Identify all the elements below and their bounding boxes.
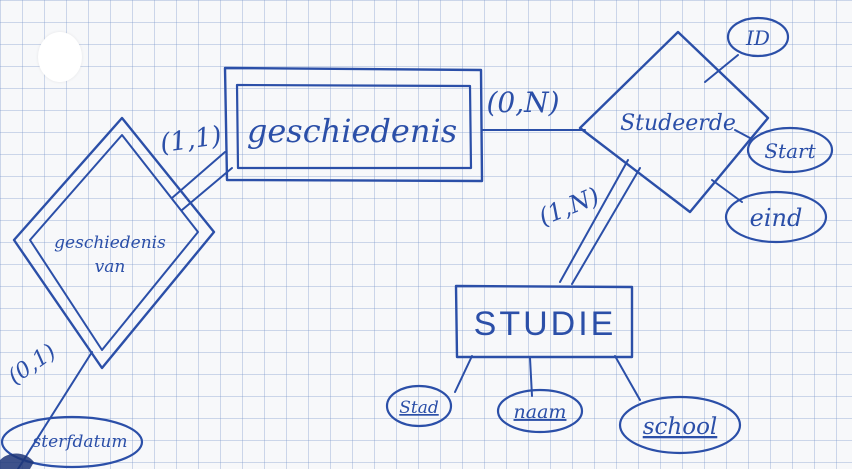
line-studie-studeerde-b: [571, 167, 641, 285]
relationship-studeerde-diamond: [578, 30, 770, 214]
attribute-id-ellipse: [726, 16, 790, 58]
line-studeerde-eind: [711, 179, 743, 203]
entity-geschiedenis-outer-box: [223, 66, 484, 183]
attribute-start-label: Start: [764, 139, 816, 163]
cardinality-geschiedenis-geschiedenisvan: (1,1): [158, 121, 223, 159]
entity-studie-label: STUDIE: [474, 305, 617, 343]
attribute-eind: eind: [724, 190, 828, 244]
line-studie-studeerde-a: [559, 159, 629, 283]
relationship-studeerde-label: Studeerde: [620, 111, 736, 136]
attribute-naam-label: naam: [514, 401, 567, 423]
attribute-naam-ellipse: [496, 388, 584, 434]
attribute-stad-label: Stad: [399, 398, 439, 418]
cardinality-geschiedenisvan-other: (0,1): [4, 339, 61, 389]
entity-studie-box: [454, 284, 634, 359]
entity-geschiedenis: geschiedenis: [223, 66, 484, 183]
line-studie-school: [614, 355, 641, 401]
attribute-start: Start: [746, 126, 834, 174]
attribute-stad: Stad: [385, 384, 453, 428]
binder-hole: [38, 32, 82, 82]
relationship-studeerde: Studeerde: [578, 30, 770, 214]
relationship-geschiedenis-van-label-line2: van: [95, 257, 126, 277]
relationship-geschiedenis-van-label-line1: geschiedenis: [54, 233, 166, 253]
attribute-id-label: ID: [745, 26, 770, 50]
attribute-sterfdatum-ellipse: [0, 415, 144, 469]
attribute-eind-label: eind: [750, 204, 803, 232]
attributes: ID Start eind Stad naam school sterfdatu…: [0, 16, 834, 469]
attribute-eind-ellipse: [724, 190, 828, 244]
line-studie-stad: [454, 355, 473, 393]
relationship-geschiedenis-van-inner-diamond: [29, 134, 199, 351]
relationship-geschiedenis-van: geschiedenis van: [12, 116, 216, 370]
entity-geschiedenis-label: geschiedenis: [247, 112, 457, 150]
attribute-id: ID: [726, 16, 790, 58]
entity-geschiedenis-inner-box: [235, 83, 473, 170]
line-to-sterfdatum: [17, 351, 93, 469]
entity-studie: STUDIE: [454, 284, 634, 359]
attribute-school-ellipse: [618, 395, 742, 455]
line-studeerde-id: [704, 54, 739, 83]
attribute-school: school: [618, 395, 742, 455]
attribute-stad-ellipse: [385, 384, 453, 428]
ink-smudge: [0, 453, 34, 469]
attribute-sterfdatum-label: sterfdatum: [33, 432, 128, 452]
line-studeerde-start: [734, 129, 751, 139]
cardinality-geschiedenis-studeerde: (0,N): [486, 86, 559, 119]
attribute-naam: naam: [496, 388, 584, 434]
line-geschiedenis-geschiedenisvan-b: [181, 167, 233, 211]
relationship-geschiedenis-van-outer-diamond: [12, 116, 216, 370]
attribute-school-label: school: [643, 414, 718, 440]
attribute-sterfdatum: sterfdatum: [0, 415, 144, 469]
attribute-start-ellipse: [746, 126, 834, 174]
